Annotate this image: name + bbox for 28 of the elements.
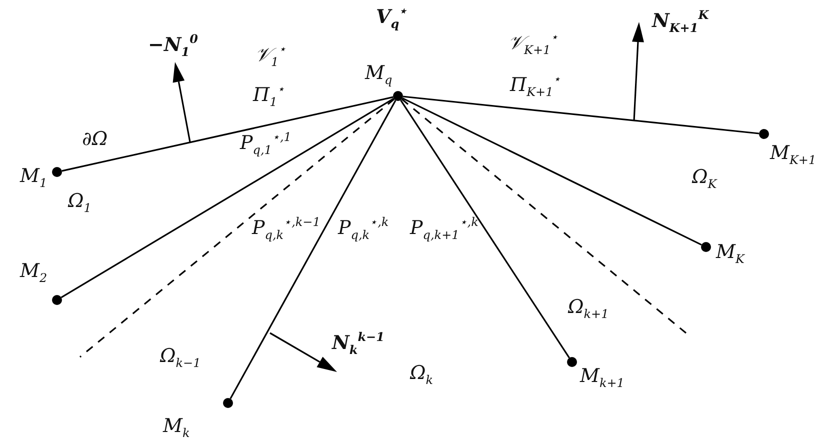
- point-dot: [223, 398, 233, 408]
- line-segment: [400, 100, 570, 358]
- math-label: Ω$_{k−1}$: [160, 345, 201, 370]
- line-segment: [62, 96, 394, 172]
- point-label: M$_{1}$: [20, 165, 48, 190]
- point-dot: [567, 357, 577, 367]
- math-label: Ω$_{K}$: [692, 166, 717, 191]
- line-segment: [60, 98, 394, 298]
- line-segment: [402, 97, 702, 246]
- line-segment: [230, 100, 396, 400]
- point-label: M$_{k}$: [163, 415, 190, 440]
- point-dot: [701, 242, 711, 252]
- math-label: Ω$_{1}$: [68, 190, 92, 215]
- point-dot: [52, 167, 62, 177]
- point-label: M$_{2}$: [20, 260, 48, 285]
- dashed-line: [401, 98, 686, 334]
- point-label: M$_{K+1}$: [770, 142, 816, 167]
- line-segment: [402, 96, 760, 134]
- point-label: M$_{K}$: [716, 241, 744, 266]
- math-label: Ω$_{k+1}$: [568, 296, 609, 321]
- point-label: M$_{k+1}$: [580, 365, 624, 390]
- math-label: ∂Ω: [82, 128, 108, 150]
- point-label: M$_{q}$: [365, 62, 392, 87]
- point-dot: [52, 295, 62, 305]
- dashed-line: [80, 98, 395, 358]
- math-label: Ω$_{k}$: [410, 362, 434, 387]
- point-dot: [759, 129, 769, 139]
- point-dot: [393, 91, 403, 101]
